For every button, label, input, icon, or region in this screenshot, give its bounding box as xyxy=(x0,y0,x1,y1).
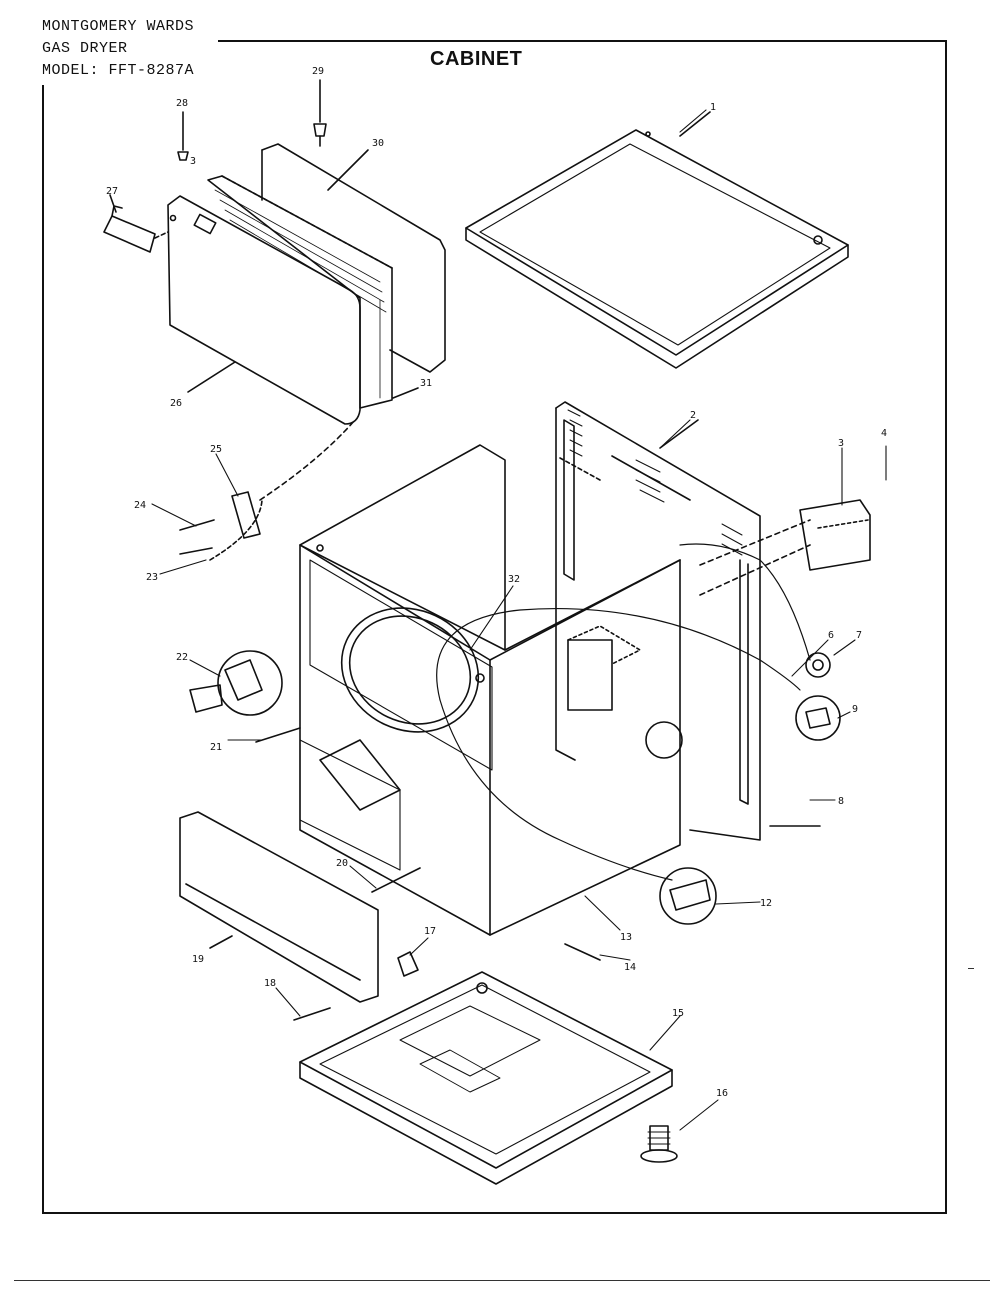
callout-25: 25 xyxy=(210,444,222,455)
callout-29: 29 xyxy=(312,66,324,77)
part-bracket xyxy=(699,499,871,596)
part-wire-harness xyxy=(436,543,811,881)
header-brand: MONTGOMERY WARDS xyxy=(42,18,195,35)
callout-4: 4 xyxy=(881,428,887,439)
callout-leaders xyxy=(151,109,887,1131)
part-fuse-inset xyxy=(795,695,841,741)
part-door-handle xyxy=(103,194,169,253)
part-base xyxy=(299,971,673,1185)
callout-28: 28 xyxy=(176,98,188,109)
bottom-rule xyxy=(14,1280,990,1281)
callout-23: 23 xyxy=(146,572,158,583)
callout-7: 7 xyxy=(856,630,862,641)
model-header: MONTGOMERY WARDS GAS DRYER MODEL: FFT-82… xyxy=(42,16,194,82)
callout-3: 3 xyxy=(838,438,844,449)
part-door-seal xyxy=(207,175,419,409)
margin-tick xyxy=(968,968,974,969)
callout-30: 30 xyxy=(372,138,384,149)
part-sensor-inset xyxy=(659,867,717,925)
callout-14: 14 xyxy=(624,962,636,973)
frame-left-border xyxy=(42,85,44,1212)
callout-labels: 1 2 3 4 6 7 8 9 12 13 14 15 16 17 18 19 … xyxy=(106,66,887,1099)
callout-32: 32 xyxy=(508,574,520,585)
frame-top-border xyxy=(218,40,947,42)
callout-9: 9 xyxy=(852,704,858,715)
part-door-inner-panel xyxy=(261,143,446,373)
part-toe-panel xyxy=(179,811,379,1003)
callout-18: 18 xyxy=(264,978,276,989)
callout-screw-ref: 3 xyxy=(190,156,196,167)
diagram-frame xyxy=(42,40,947,1214)
callout-13: 13 xyxy=(620,932,632,943)
header-model: MODEL: FFT-8287A xyxy=(42,62,195,79)
callout-16: 16 xyxy=(716,1088,728,1099)
part-rear-panel xyxy=(555,401,761,841)
part-top-panel xyxy=(465,111,849,369)
callout-8: 8 xyxy=(838,796,844,807)
callout-19: 19 xyxy=(192,954,204,965)
callout-12: 12 xyxy=(760,898,772,909)
part-screws-top xyxy=(177,79,327,161)
part-clips-screws xyxy=(255,727,821,1021)
part-cabinet-body xyxy=(299,444,681,936)
callout-2: 2 xyxy=(690,410,696,421)
callout-24: 24 xyxy=(134,500,146,511)
part-door-switch-inset xyxy=(189,650,283,716)
callout-26: 26 xyxy=(170,398,182,409)
callout-15: 15 xyxy=(672,1008,684,1019)
callout-17: 17 xyxy=(424,926,436,937)
part-hinge xyxy=(179,419,356,561)
callout-21: 21 xyxy=(210,742,222,753)
callout-6: 6 xyxy=(828,630,834,641)
part-leveling-foot xyxy=(640,1125,678,1163)
callout-20: 20 xyxy=(336,858,348,869)
callout-27: 27 xyxy=(106,186,118,197)
callout-31: 31 xyxy=(420,378,432,389)
part-knob-inset xyxy=(805,652,831,678)
callout-22: 22 xyxy=(176,652,188,663)
diagram-title: CABINET xyxy=(430,48,523,70)
header-product: GAS DRYER xyxy=(42,40,128,57)
callout-1: 1 xyxy=(710,102,716,113)
part-outer-door xyxy=(167,195,361,425)
